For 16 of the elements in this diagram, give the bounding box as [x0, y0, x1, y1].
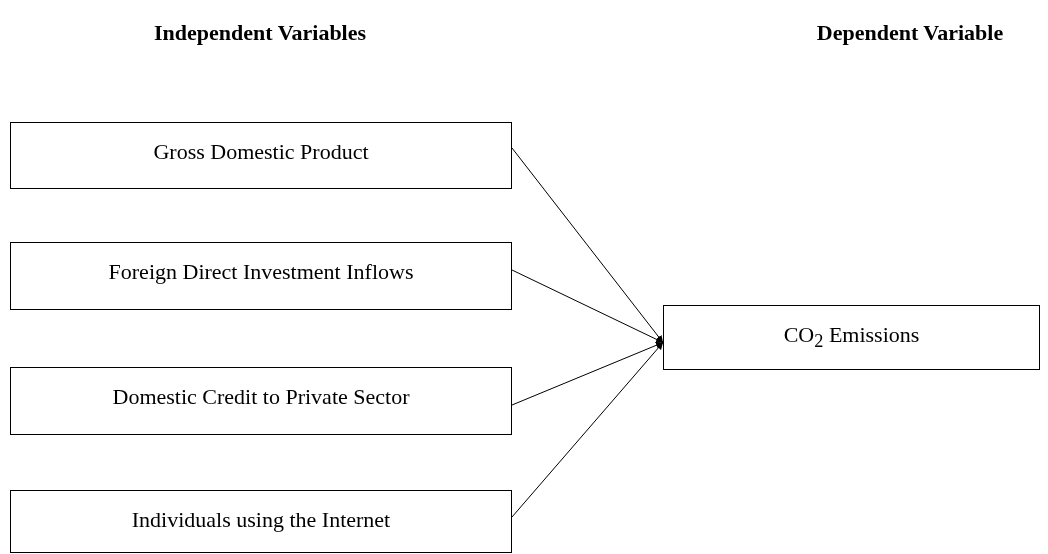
variable-name: Domestic Credit to Private Sector [112, 384, 410, 410]
arrow [511, 269, 664, 343]
arrow [511, 147, 664, 343]
variable-box [10, 490, 512, 553]
column-heading: Independent Variables [153, 20, 367, 46]
arrow [511, 342, 664, 518]
variable-name: CO$_{2}$ Emissions [783, 322, 920, 353]
column-heading: Dependent Variable [816, 20, 1004, 46]
variable-box [10, 242, 512, 310]
arrow [511, 341, 664, 406]
variable-name: Foreign Direct Investment Inflows [108, 259, 414, 285]
variable-box [10, 367, 512, 435]
variable-box [10, 122, 512, 189]
variable-box [663, 305, 1040, 370]
variable-name: Individuals using the Internet [131, 507, 391, 533]
variable-name: Gross Domestic Product [153, 139, 369, 165]
